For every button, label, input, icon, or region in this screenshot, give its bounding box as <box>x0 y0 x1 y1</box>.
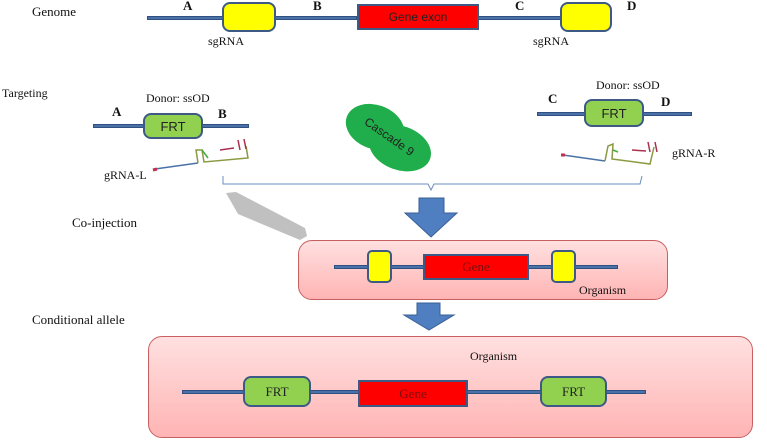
donor-right-site-c: C <box>548 91 558 106</box>
gene-exon-label: Gene exon <box>388 10 448 24</box>
site-label-a: A <box>183 0 193 13</box>
frt-box-donor-right: FRT <box>584 99 644 127</box>
grna-stemloop <box>195 145 249 164</box>
enzyme-lobe <box>369 124 431 172</box>
frt-label: FRT <box>601 105 627 121</box>
site-label-d: D <box>627 0 637 13</box>
organism-label: Organism <box>579 283 627 297</box>
donor-left-title: Donor: ssOD <box>146 91 210 105</box>
gene-label: Gene <box>462 259 490 274</box>
sgrna-site-right <box>551 250 576 283</box>
stage-label-targeting: Targeting <box>2 86 48 100</box>
grna-left-label: gRNA-L <box>104 168 147 182</box>
grna-right-label: gRNA-R <box>672 146 716 160</box>
grna-right-structure <box>561 141 658 165</box>
sgrna-label-right: sgRNA <box>533 34 570 48</box>
gene-box: Gene <box>423 254 529 280</box>
donor-left-site-b: B <box>218 106 227 121</box>
grouping-bracket <box>222 175 643 192</box>
grna-strand <box>154 162 199 170</box>
stage-label-conditional-allele: Conditional allele <box>32 312 125 327</box>
sgrna-label-left: sgRNA <box>208 34 245 48</box>
grna-hairpin <box>219 138 247 151</box>
grna-hairpin <box>631 141 658 153</box>
donor-left-site-a: A <box>112 104 122 119</box>
grna-stem <box>201 149 209 159</box>
frt-label: FRT <box>561 383 586 399</box>
grna-stemloop <box>604 142 655 165</box>
sgrna-site-left <box>222 2 276 32</box>
gene-box: Gene <box>358 380 468 407</box>
frt-label: FRT <box>160 118 186 134</box>
stage-label-genome: Genome <box>32 4 77 19</box>
down-arrow-icon <box>402 302 456 331</box>
cascade9-enzyme-icon: Cascade 9 <box>345 103 431 172</box>
frt-box-donor-left: FRT <box>143 113 203 139</box>
grna-tail <box>152 167 158 172</box>
down-arrow-icon <box>403 197 459 238</box>
site-label-b: B <box>313 0 322 13</box>
frt-box-right: FRT <box>540 376 607 407</box>
grna-left-structure <box>152 138 249 172</box>
sgrna-site-right <box>560 2 612 32</box>
grna-strand <box>562 154 606 162</box>
frt-box-left: FRT <box>243 376 311 407</box>
sgrna-site-left <box>367 250 392 283</box>
frt-label: FRT <box>265 383 289 399</box>
organism-label: Organism <box>470 349 518 363</box>
donor-right-title: Donor: ssOD <box>596 78 660 92</box>
injection-needle-icon <box>226 192 307 240</box>
stage-label-coinjection: Co-injection <box>72 215 137 230</box>
gene-label: Gene <box>399 385 427 401</box>
site-label-c: C <box>515 0 525 13</box>
grna-stem <box>612 149 619 153</box>
donor-right-site-d: D <box>661 94 671 109</box>
gene-exon-box: Gene exon <box>357 4 479 30</box>
